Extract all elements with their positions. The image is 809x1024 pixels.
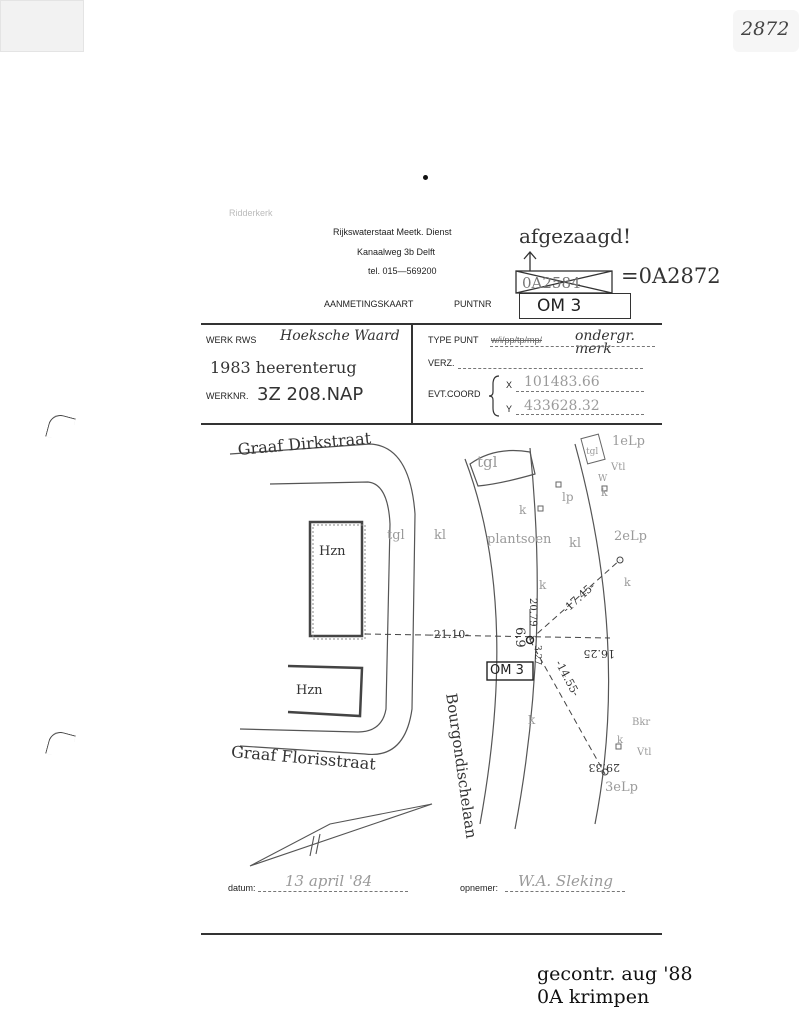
werk-value: Hoeksche Waard: [280, 328, 400, 344]
check-note-line2: 0A krimpen: [537, 986, 650, 1008]
k-label: k: [601, 486, 608, 499]
center-divider: [411, 323, 413, 424]
header-rule: [201, 323, 662, 325]
afgezaagd-note: afgezaagd!: [519, 224, 631, 248]
distance-1625: 16.25: [583, 647, 616, 660]
werknr-value: 3Z 208.NAP: [257, 384, 364, 405]
k-label: k: [624, 576, 631, 589]
punch-hole-top: [45, 412, 76, 443]
check-note-line1: gecontr. aug '88: [537, 963, 693, 985]
tgl-left-label: tgl: [387, 528, 405, 543]
lp-label: lp: [562, 490, 574, 504]
org-line: Rijkswaterstaat Meetk. Dienst: [333, 227, 452, 237]
phone-line: tel. 015—569200: [368, 266, 437, 276]
type-punt-struck: w/i/pp/tp/mp/: [491, 335, 543, 345]
distance-2079: 20.79: [527, 598, 538, 627]
kl-right-label: kl: [569, 536, 582, 551]
annotation-marks: [515, 251, 613, 294]
archive-number: 2872: [741, 18, 790, 40]
house-label-2: Hzn: [296, 683, 323, 698]
verz-line: [458, 368, 643, 369]
k-label: k: [519, 503, 527, 517]
tgl-small-label: tgl: [586, 447, 599, 457]
distance-21: -21.10-: [430, 628, 469, 641]
tgl-island-label: tgl: [477, 453, 498, 471]
x-value: 101483.66: [524, 374, 600, 390]
w-label: W: [598, 474, 608, 484]
distance-2933: 29.33: [588, 761, 621, 774]
datum-line: [258, 891, 408, 892]
verz-label: VERZ.: [428, 358, 455, 368]
x-label: X: [506, 380, 513, 390]
vtl-top-label: Vtl: [611, 462, 626, 473]
lp2-label: 2eLp: [614, 529, 647, 544]
type-punt-line: [490, 346, 655, 347]
opnemer-value: W.A. Sleking: [518, 872, 614, 890]
sketch-drawing: [229, 433, 624, 867]
bkr-label: Bkr: [632, 717, 651, 728]
type-punt-label: TYPE PUNT: [428, 335, 479, 345]
punch-hole-bottom: [45, 729, 76, 760]
k-label: k: [528, 713, 536, 727]
puntnr-value: OM 3: [537, 296, 582, 316]
kl-left-label: kl: [434, 528, 447, 543]
y-line: [516, 414, 644, 415]
archive-number-tag: [733, 10, 799, 52]
werk-line2: 1983 heerenterug: [210, 358, 357, 377]
bottom-rule: [201, 933, 662, 935]
dot-mark: [423, 175, 428, 180]
opnemer-line: [505, 891, 625, 892]
lp3-label: 3eLp: [605, 780, 638, 795]
evt-coord-label: EVT.COORD: [428, 389, 481, 399]
type-punt-value: ondergr. merk: [575, 328, 635, 357]
opnemer-label: opnemer:: [460, 883, 499, 893]
puntnr-label: PUNTNR: [454, 299, 492, 309]
new-point-number: =0A2872: [621, 264, 721, 288]
distance-69: 6.9: [512, 627, 527, 648]
werk-label: WERK RWS: [206, 335, 257, 345]
y-value: 433628.32: [524, 398, 600, 414]
plantsoen-label: plantsoen: [487, 532, 552, 547]
coord-brace: [488, 375, 500, 417]
datum-value: 13 april '84: [285, 872, 373, 890]
address-line: Kanaalweg 3b Delft: [357, 247, 436, 257]
y-label: Y: [506, 404, 513, 414]
house-label-1: Hzn: [319, 544, 346, 559]
vtl-bottom-label: Vtl: [637, 747, 652, 758]
scan-mark: [0, 0, 84, 52]
werknr-label: WERKNR.: [206, 391, 249, 401]
info-rule: [201, 423, 662, 425]
x-line: [516, 391, 644, 392]
datum-label: datum:: [228, 883, 256, 893]
form-title: AANMETINGSKAART: [324, 299, 414, 309]
stamp-place: Ridderkerk: [229, 208, 273, 218]
survey-point-label: OM 3: [490, 663, 524, 678]
lp1-label: 1eLp: [612, 434, 645, 449]
distance-327: 3.27: [532, 645, 542, 666]
old-point-number: 0A2584: [522, 274, 581, 292]
k-label: k: [539, 578, 547, 592]
k-label: k: [617, 735, 624, 746]
